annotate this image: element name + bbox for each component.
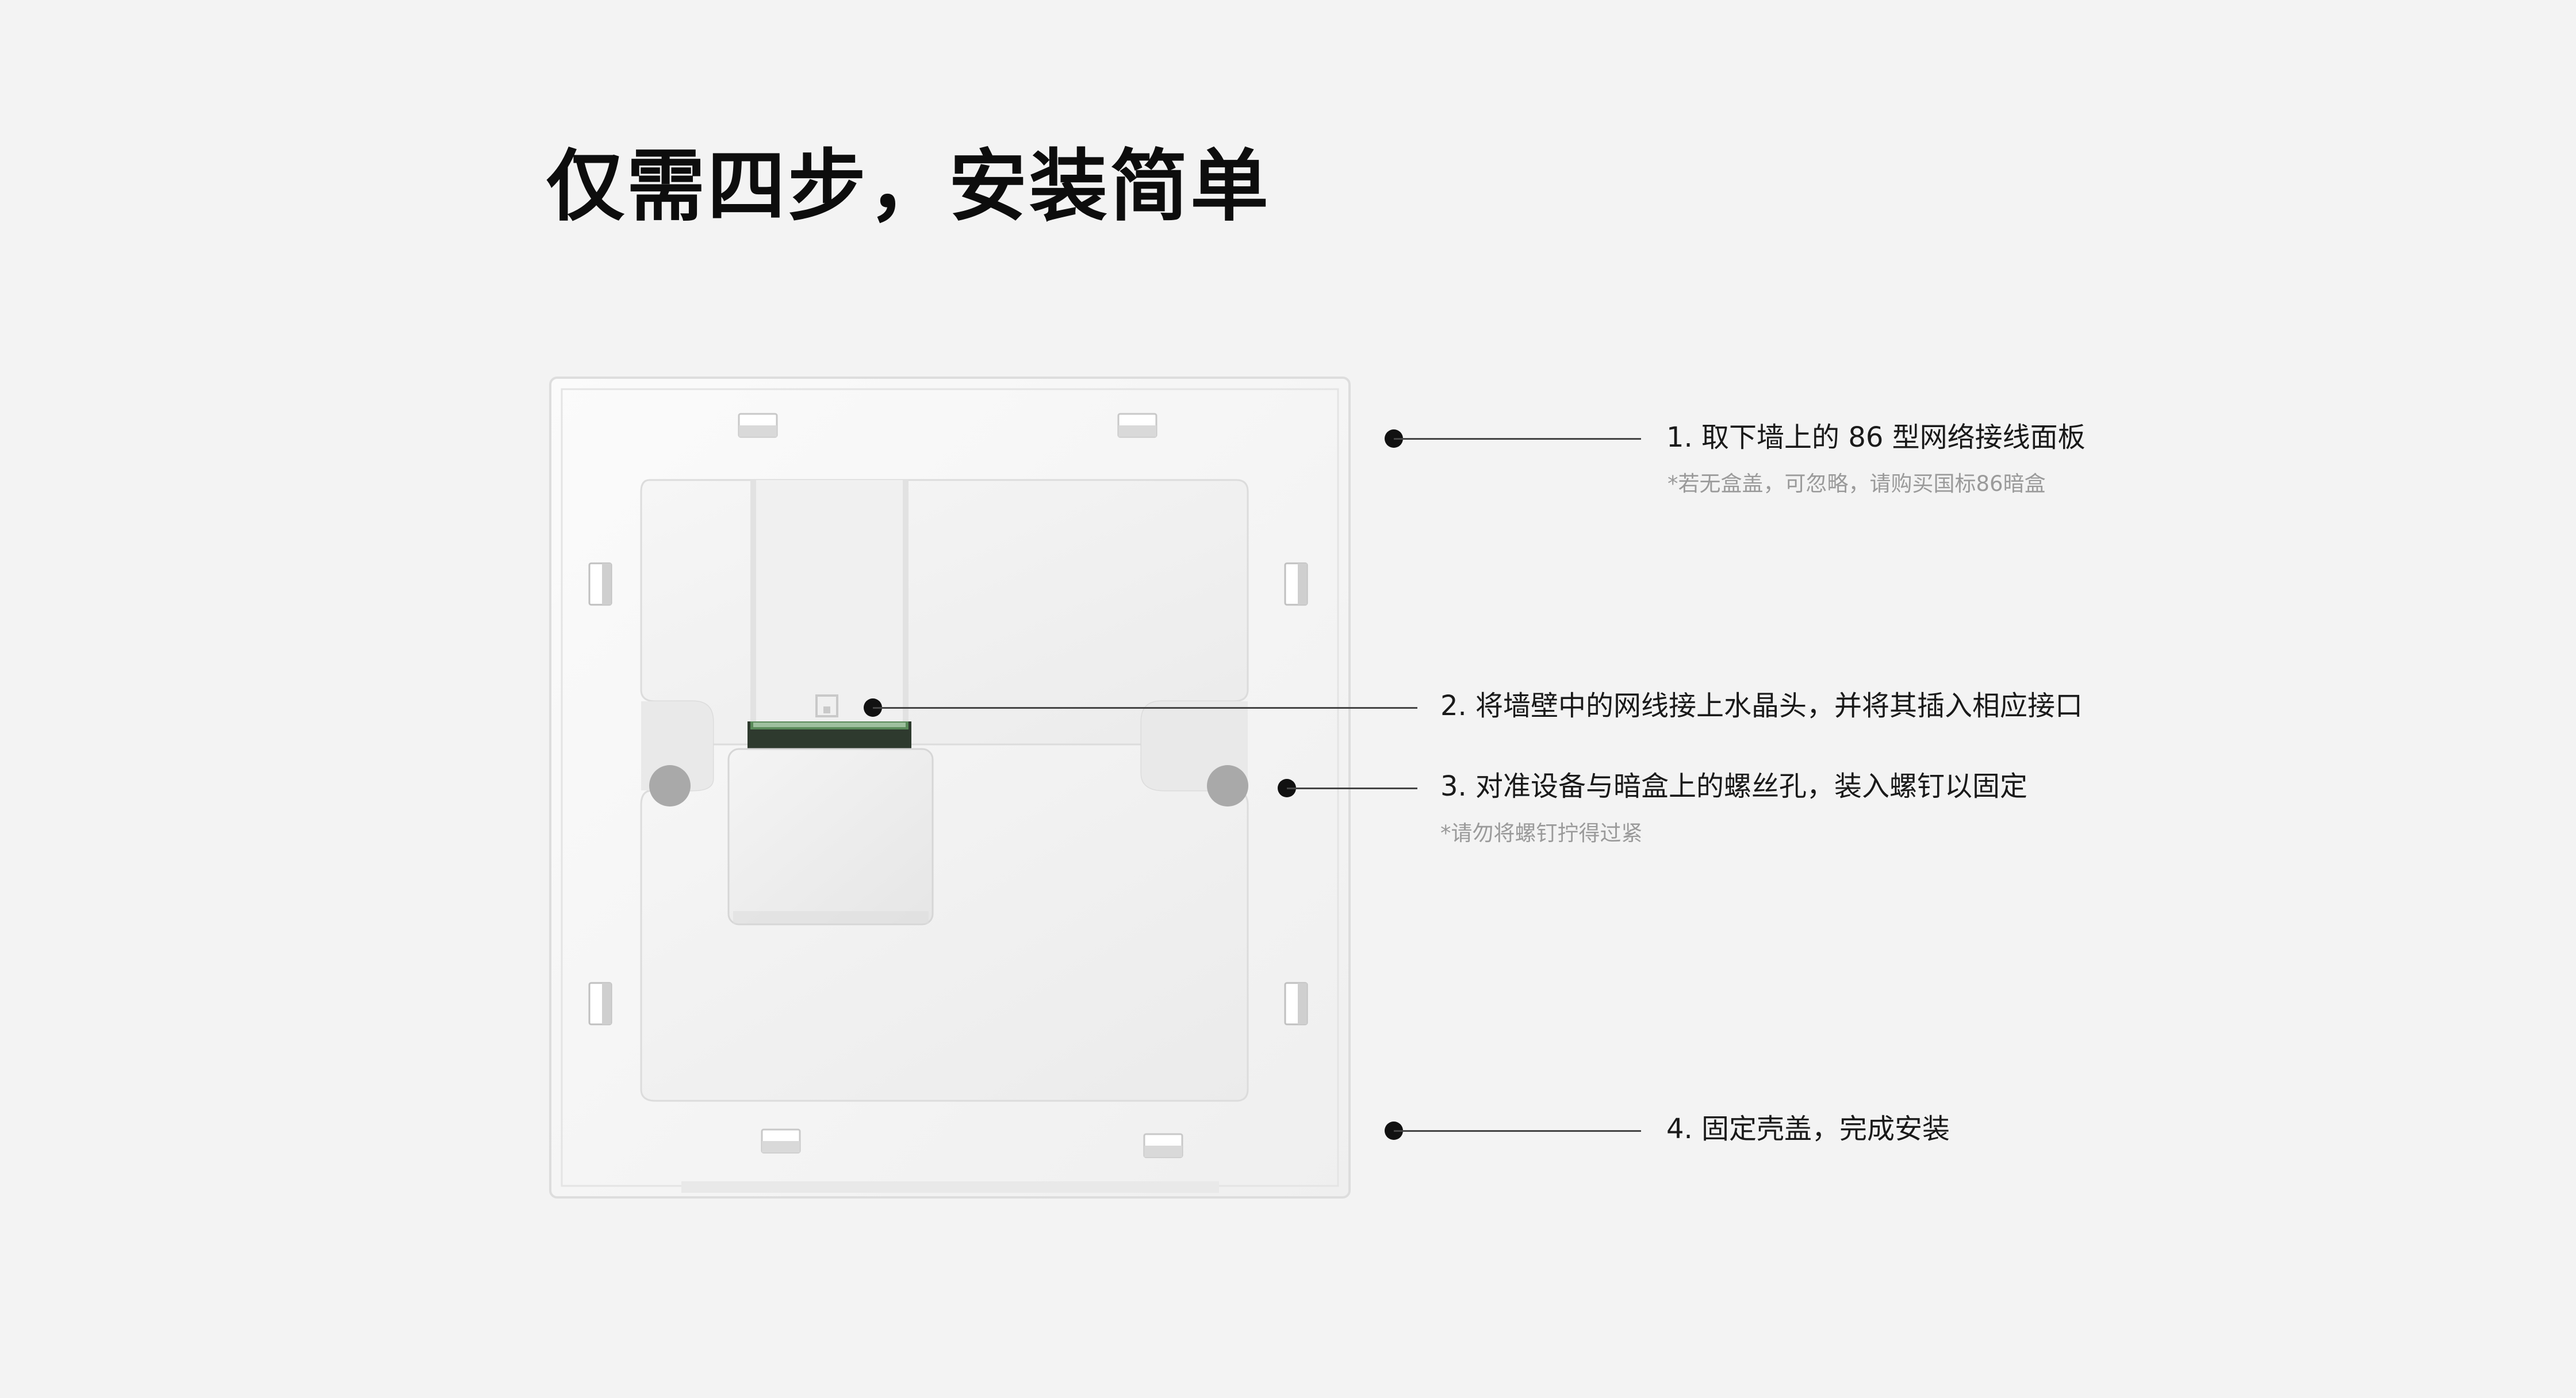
step-4-leader-line <box>1394 1130 1641 1132</box>
step-1-note: *若无盒盖，可忽略，请购买国标86暗盒 <box>1667 471 2046 496</box>
step-2-label: 2. 将墙壁中的网线接上水晶头，并将其插入相应接口 <box>1440 690 2083 722</box>
page-title: 仅需四步，安装简单 <box>546 141 1271 233</box>
panel-back-image <box>549 377 1351 1199</box>
panel-back-illustration <box>549 377 1351 1199</box>
step-3-label: 3. 对准设备与暗盒上的螺丝孔，装入螺钉以固定 <box>1440 770 2028 802</box>
step-3-note: *请勿将螺钉拧得过紧 <box>1440 821 1643 846</box>
step-1-label: 1. 取下墙上的 86 型网络接线面板 <box>1666 421 2086 454</box>
step-1-leader-line <box>1394 438 1641 440</box>
step-2-leader-line <box>873 707 1417 709</box>
step-3-leader-line <box>1287 788 1417 789</box>
step-4-label: 4. 固定壳盖，完成安装 <box>1666 1113 1950 1145</box>
